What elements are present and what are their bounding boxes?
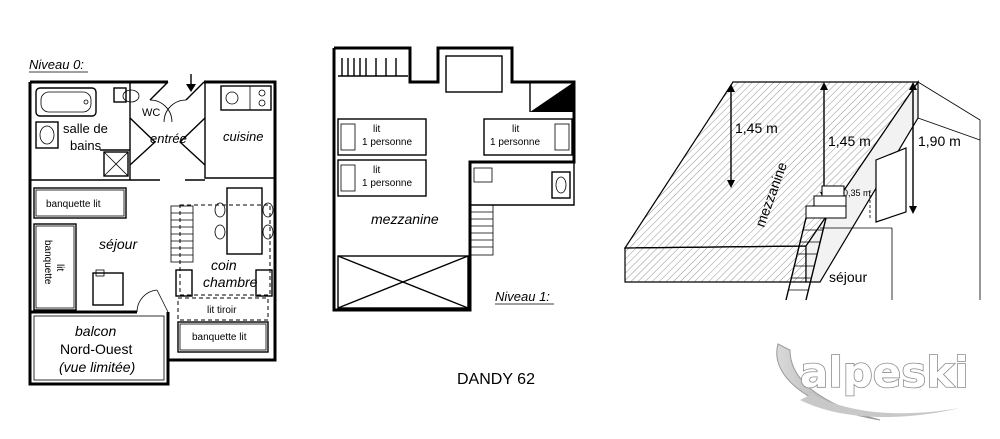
bed-1-sub: 1 personne [362,137,412,148]
bed-2-label: lit [373,165,380,176]
alpeski-logo: alpeski [776,343,969,421]
level-0-plan: Niveau 0: [28,57,277,386]
height-label-1: 1,45 m [735,120,778,136]
bed-3-label: lit [512,124,519,135]
section-living-label: séjour [829,269,867,285]
bed-2-sub: 1 personne [362,178,412,189]
drawer-bed-label: lit tiroir [207,305,237,316]
sofa-bed-top-label: banquette lit [46,199,101,210]
balcony-label-2: Nord-Ouest [60,341,132,357]
living-label: séjour [99,236,138,252]
height-label-2: 1,45 m [828,133,871,149]
mezzanine-label: mezzanine [371,211,439,227]
section-stairs [785,217,827,301]
step-height-label: 0,35 m [843,188,871,198]
level-1-plan: lit 1 personne lit 1 personne lit 1 pers… [332,46,576,312]
bedroom-corner-label-1: coin [211,257,237,273]
entry-label: entrée [150,131,187,146]
level-1-title: Niveau 1: [495,289,550,304]
bathroom-label-2: bains [70,138,102,153]
bed-1-label: lit [373,124,380,135]
stairs-level-1 [470,204,494,256]
bathroom-label-1: salle de [63,121,108,136]
kitchen-label: cuisine [223,129,263,144]
sofa-bed-bottom-label: banquette lit [192,332,247,343]
bedroom-corner-label-2: chambre [203,274,258,290]
brand-name: alpeski [800,348,969,397]
model-name: DANDY 62 [457,371,535,388]
bed-3-sub: 1 personne [490,137,540,148]
level-0-title: Niveau 0: [29,57,84,72]
stairs-level-0 [170,205,194,263]
wc-label: WC [142,107,160,119]
sofa-bed-side-label-2: lit [54,264,65,271]
section-sketch: 1,45 m 1,45 m 1,90 m 0,35 m mezzanine sé… [623,80,981,301]
sofa-bed-side-label-1: banquette [42,240,53,285]
height-label-3: 1,90 m [918,133,961,149]
balcony-label-3: (vue limitée) [59,359,135,375]
balcony-label-1: balcon [75,323,116,339]
